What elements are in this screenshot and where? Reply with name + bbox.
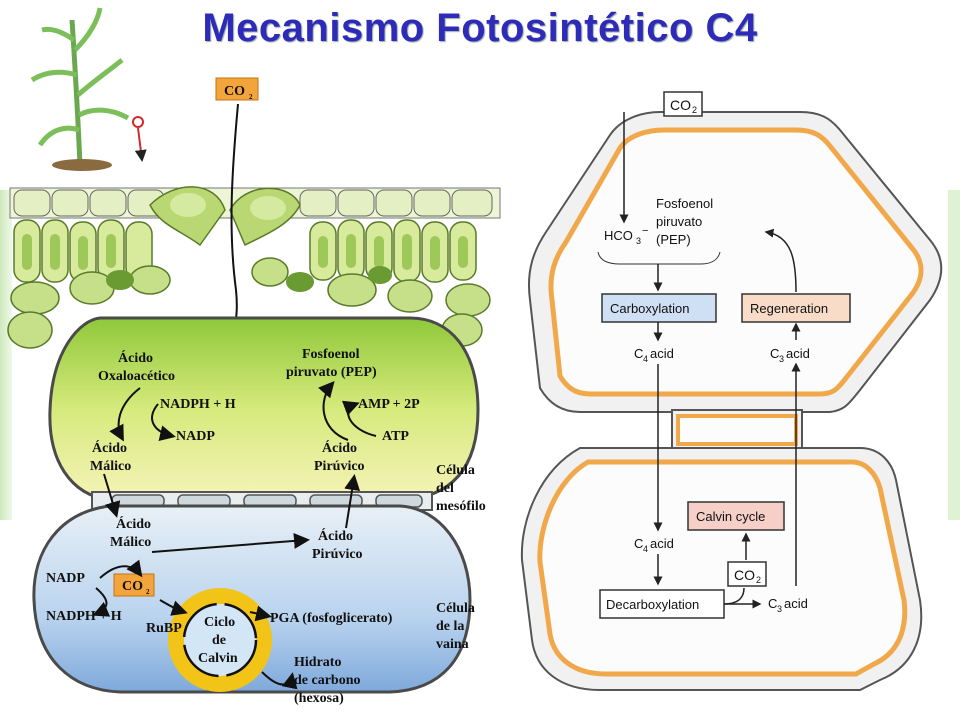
acido-malico-bot-label-2: Málico — [110, 535, 151, 550]
bundle-sheath-wall-orange — [537, 459, 908, 677]
c3-acid-top-subscript: 3 — [779, 354, 784, 364]
c4-acid-top-word: acid — [650, 346, 674, 361]
c3-acid-bot-word: acid — [784, 596, 808, 611]
hidrato-label-2: de carbono — [294, 673, 361, 688]
celula-mesofilo-label: Célula — [436, 463, 475, 478]
co2-bot-right-label: CO — [734, 567, 755, 583]
right-panel: CO 2 HCO 3 − Fosfoenol piruvato (PEP) Ca… — [520, 91, 960, 691]
c3-acid-top-word: acid — [786, 346, 810, 361]
hco3-label: HCO — [604, 228, 633, 243]
pep-label: Fosfoenol — [656, 196, 713, 211]
atp-label: ATP — [382, 429, 409, 444]
nadp-bot-label: NADP — [46, 571, 85, 586]
c4-acid-top-label: C — [634, 346, 643, 361]
ciclo-label-3: Calvin — [198, 651, 238, 666]
ciclo-label: Ciclo — [204, 615, 235, 630]
acido-malico-label: Ácido — [92, 439, 127, 456]
nadph-bot-label: NADPH + H — [46, 609, 122, 624]
regeneration-box: Regeneration — [741, 293, 851, 323]
left-panel: CO 2 Ácido Oxaloacético NADPH + H NADP Á… — [0, 7, 501, 706]
co2-top-right-box: CO 2 — [663, 91, 703, 117]
celula-vaina-label: Célula — [436, 601, 475, 616]
celula-mesofilo-label-3: mesófilo — [436, 499, 486, 514]
mesophyll-arrows — [109, 380, 377, 442]
bundle-sheath-arrows — [92, 473, 361, 690]
rubp-label: RuBP — [146, 621, 182, 636]
decarboxylation-box: Decarboxylation — [599, 589, 725, 619]
hco3-subscript: 3 — [636, 236, 641, 246]
leaf-tissue — [7, 186, 501, 349]
pep-bracket — [597, 251, 721, 265]
bundle-sheath-cell — [32, 504, 472, 694]
acido-piruvico-bot-label: Ácido — [318, 527, 353, 544]
acido-oxaloacetico-label: Ácido — [118, 349, 153, 366]
corn-plant-icon — [30, 7, 147, 171]
co2-bottom-right-box: CO 2 — [727, 561, 767, 587]
acido-piruvico-bot-label-2: Pirúvico — [312, 547, 363, 562]
carboxylation-label: Carboxylation — [610, 301, 690, 316]
pga-label: PGA (fosfoglicerato) — [270, 611, 393, 626]
co2-right-subscript: 2 — [692, 105, 697, 115]
hidrato-label: Hidrato — [294, 655, 341, 670]
acido-piruvico-label: Ácido — [322, 439, 357, 456]
calvin-cycle-ring — [168, 588, 272, 692]
acido-piruvico-label-2: Pirúvico — [314, 459, 365, 474]
co2-bot-right-subscript: 2 — [756, 575, 761, 585]
c3-acid-bot-label: C — [768, 596, 777, 611]
co2-bottom-box: CO 2 — [113, 573, 155, 597]
co2-label: CO — [224, 84, 245, 99]
co2-subscript: 2 — [249, 93, 253, 101]
acido-oxaloacetico-label-2: Oxaloacético — [98, 369, 175, 384]
c4-acid-top-subscript: 4 — [643, 354, 648, 364]
calvin-cycle-box: Calvin cycle — [687, 501, 785, 531]
co2-bot-subscript: 2 — [146, 588, 150, 596]
amp-label: AMP + 2P — [358, 397, 420, 412]
hidrato-label-3: (hexosa) — [294, 691, 344, 706]
celula-mesofilo-label-2: del — [436, 481, 454, 496]
mesophyll-wall-orange — [548, 127, 924, 397]
carboxylation-box: Carboxylation — [601, 293, 717, 323]
fosfoenol-label: Fosfoenol — [302, 347, 360, 362]
calvin-cycle-label: Calvin cycle — [696, 509, 765, 524]
fosfoenol-label-2: piruvato (PEP) — [286, 365, 377, 380]
decarboxylation-label: Decarboxylation — [606, 597, 699, 612]
nadp-label: NADP — [176, 429, 215, 444]
hco3-superscript: − — [642, 225, 648, 237]
page-title: Mecanismo Fotosintético C4 — [202, 6, 758, 50]
pep-label-2: piruvato — [656, 214, 702, 229]
nadph-label: NADPH + H — [160, 397, 236, 412]
celula-vaina-label-3: vaina — [436, 637, 469, 652]
c4-acid-bot-word: acid — [650, 536, 674, 551]
c4-acid-bot-subscript: 4 — [643, 544, 648, 554]
co2-right-label: CO — [670, 97, 691, 113]
c3-acid-bot-subscript: 3 — [777, 604, 782, 614]
celula-vaina-label-2: de la — [436, 619, 464, 634]
ciclo-label-2: de — [212, 633, 226, 648]
acido-malico-bot-label: Ácido — [116, 515, 151, 532]
c4-acid-bot-label: C — [634, 536, 643, 551]
co2-bot-label: CO — [122, 579, 143, 594]
acido-malico-label-2: Málico — [90, 459, 131, 474]
co2-top-box: CO 2 — [215, 77, 259, 101]
c3-acid-top-label: C — [770, 346, 779, 361]
regeneration-label: Regeneration — [750, 301, 828, 316]
pep-label-3: (PEP) — [656, 232, 691, 247]
